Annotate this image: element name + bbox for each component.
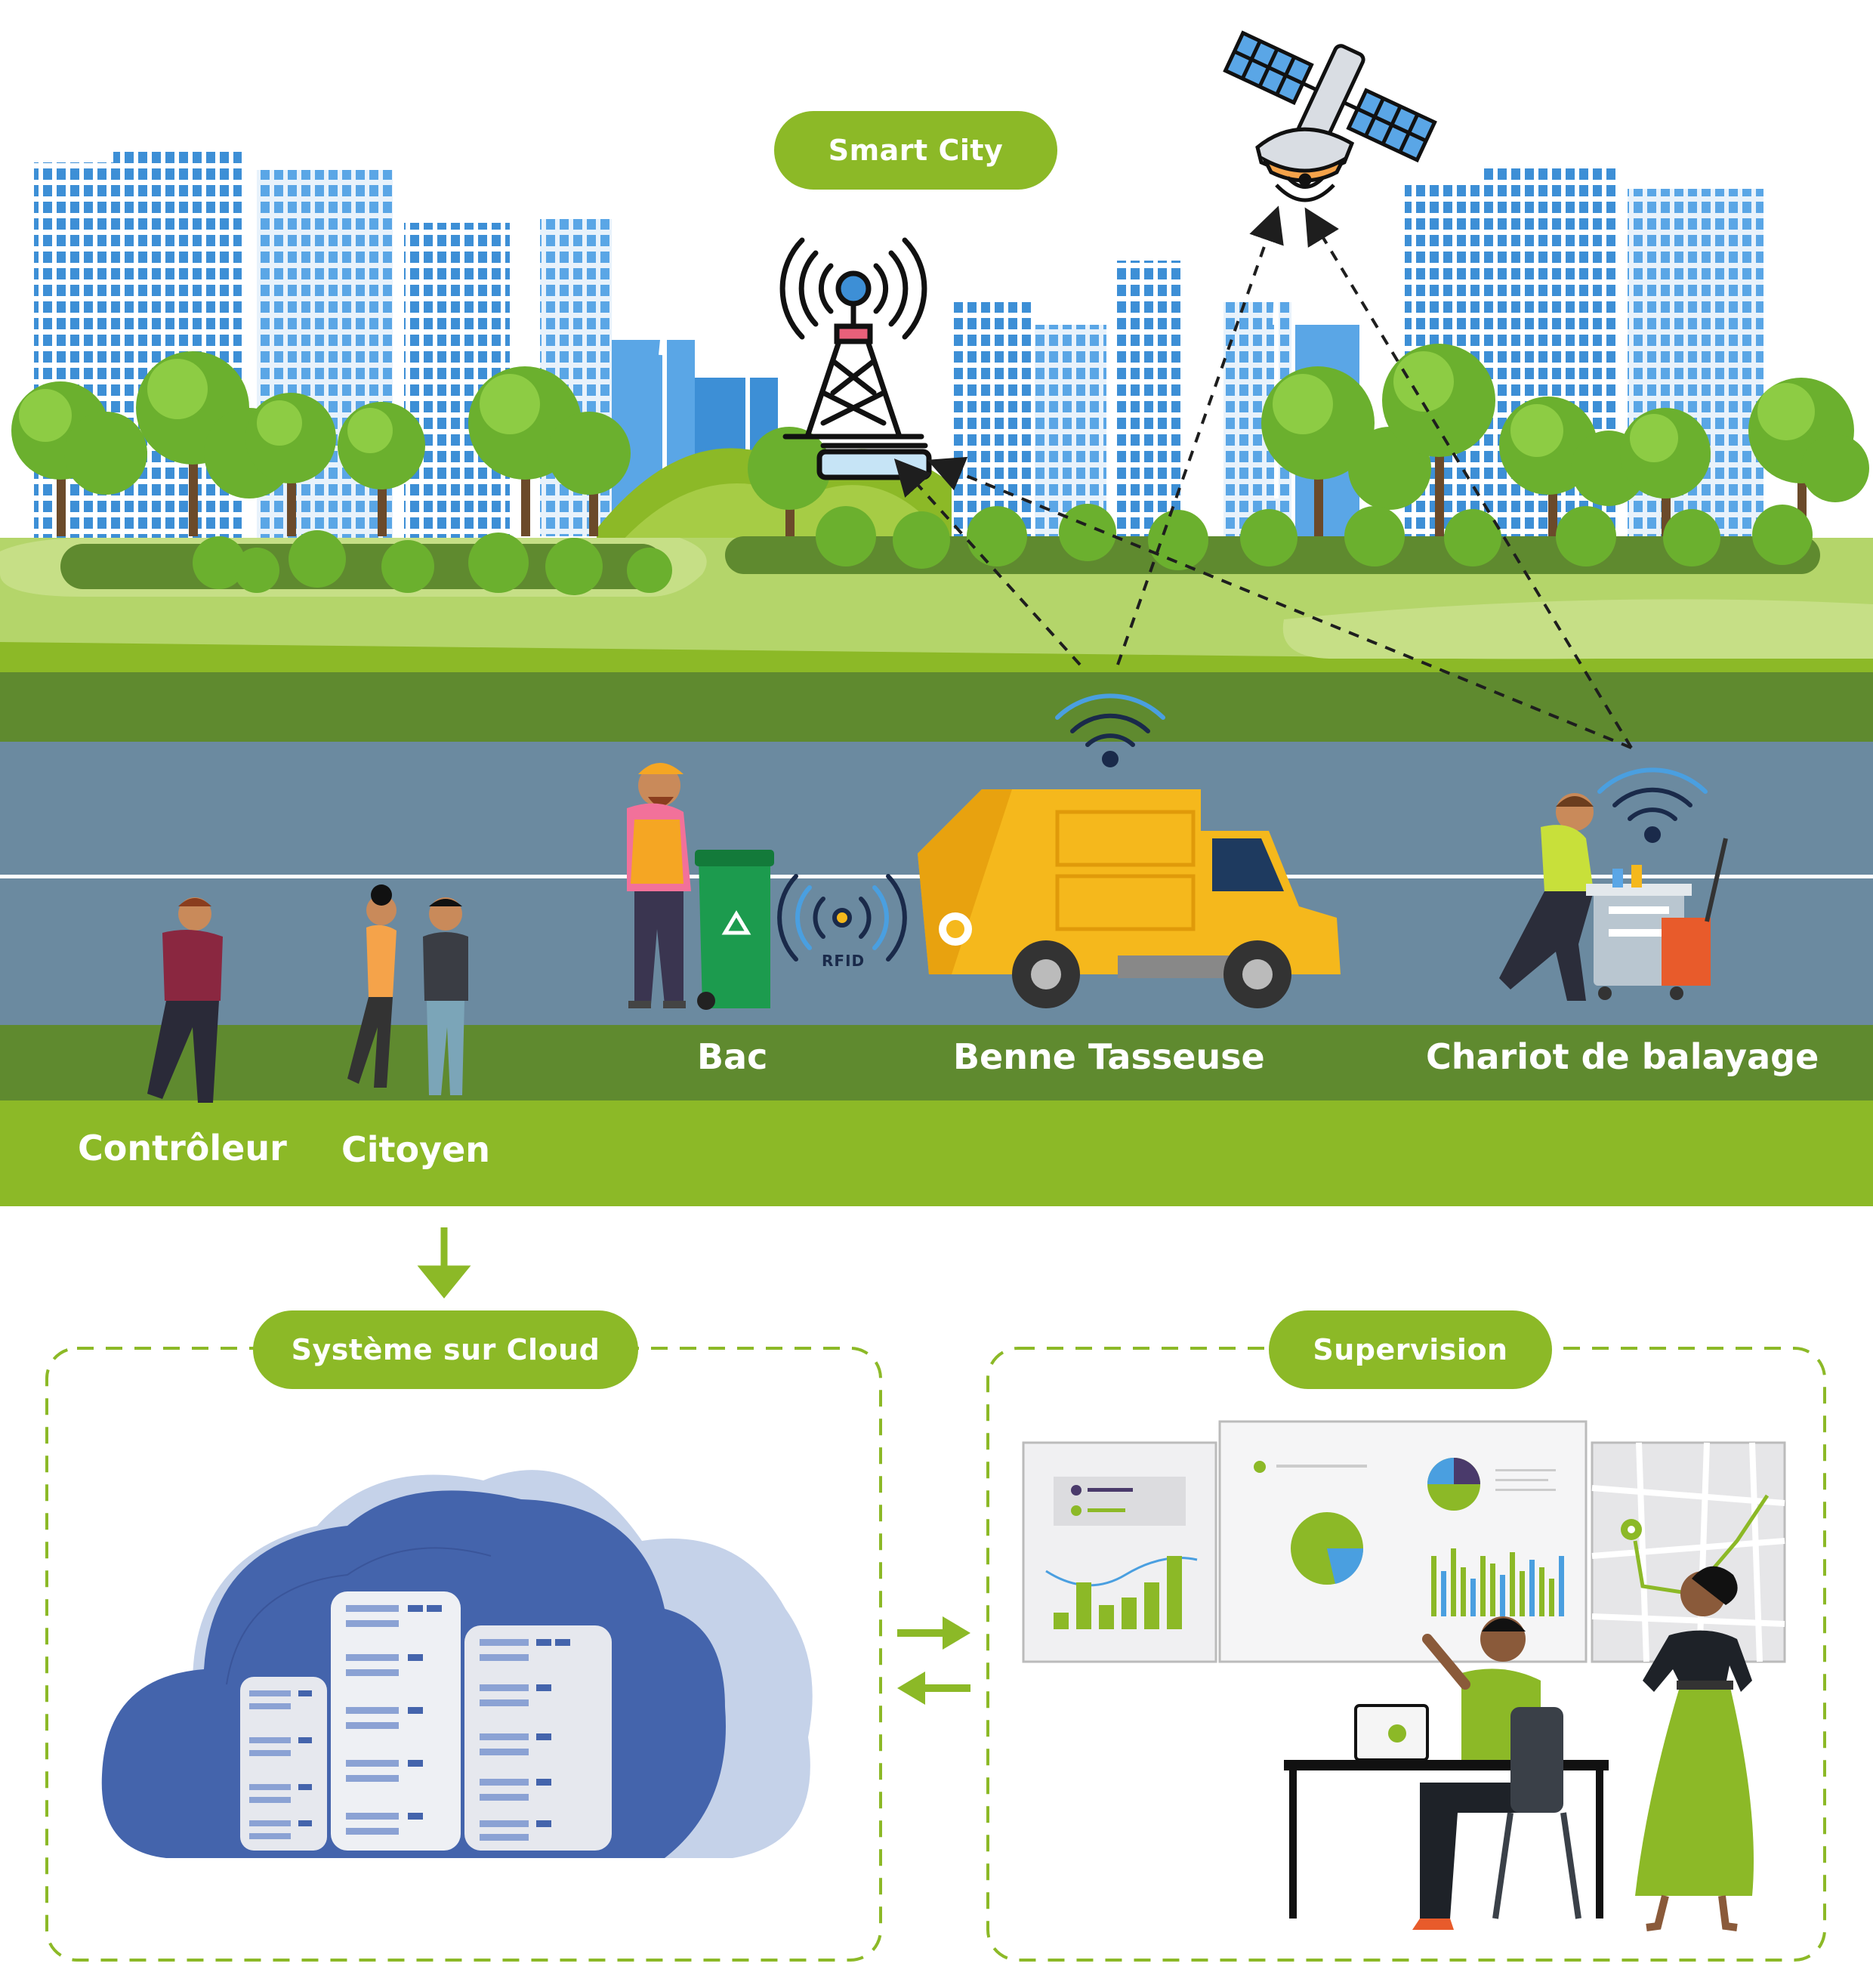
wifi-icon bbox=[1597, 767, 1708, 843]
supervisor-person bbox=[1635, 1566, 1754, 1931]
building bbox=[1035, 325, 1106, 536]
arrow-down-icon bbox=[417, 1227, 471, 1299]
rfid-label: RFID bbox=[822, 952, 866, 970]
cloud-system-badge: Système sur Cloud bbox=[253, 1310, 638, 1389]
bushes bbox=[60, 504, 1820, 595]
signal-links bbox=[893, 205, 1633, 749]
operator-person bbox=[1412, 1616, 1581, 1930]
sweeper-worker bbox=[1499, 793, 1594, 1001]
dark-grass-strip bbox=[0, 672, 1873, 742]
citizen-person bbox=[347, 884, 397, 1088]
garbage-truck bbox=[918, 789, 1341, 1008]
trash-bin bbox=[695, 850, 774, 1010]
bin-worker bbox=[627, 763, 691, 1008]
building bbox=[952, 302, 1035, 536]
dashboard-screens bbox=[1022, 1420, 1786, 1663]
controller-person bbox=[147, 897, 223, 1103]
smart-city-badge: Smart City bbox=[774, 111, 1057, 190]
building bbox=[1114, 261, 1182, 536]
cleaning-cart bbox=[1586, 838, 1728, 1000]
bidirectional-arrows-icon bbox=[897, 1616, 970, 1705]
recycle-icon bbox=[721, 910, 751, 935]
actor-label-benne-tasseuse: Benne Tasseuse bbox=[953, 1036, 1265, 1077]
supervision-badge: Supervision bbox=[1269, 1310, 1552, 1389]
citizen-person bbox=[423, 897, 468, 1095]
wifi-icon bbox=[1055, 693, 1165, 767]
rfid-icon bbox=[777, 874, 907, 962]
trees bbox=[11, 344, 1869, 536]
bar-chart-icon bbox=[1431, 1548, 1564, 1616]
actor-label-controleur: Contrôleur bbox=[78, 1128, 287, 1168]
actor-label-citoyen: Citoyen bbox=[341, 1129, 491, 1170]
actor-label-bac: Bac bbox=[697, 1036, 768, 1077]
server-racks-icon bbox=[240, 1591, 612, 1851]
antenna-tower-icon bbox=[779, 237, 932, 480]
bottom-grass bbox=[0, 1100, 1873, 1206]
recycle-icon bbox=[939, 912, 972, 946]
satellite-icon bbox=[1223, 30, 1437, 202]
actor-label-chariot-de-balayage: Chariot de balayage bbox=[1426, 1036, 1819, 1077]
sidewalk-strip bbox=[0, 1025, 1873, 1100]
